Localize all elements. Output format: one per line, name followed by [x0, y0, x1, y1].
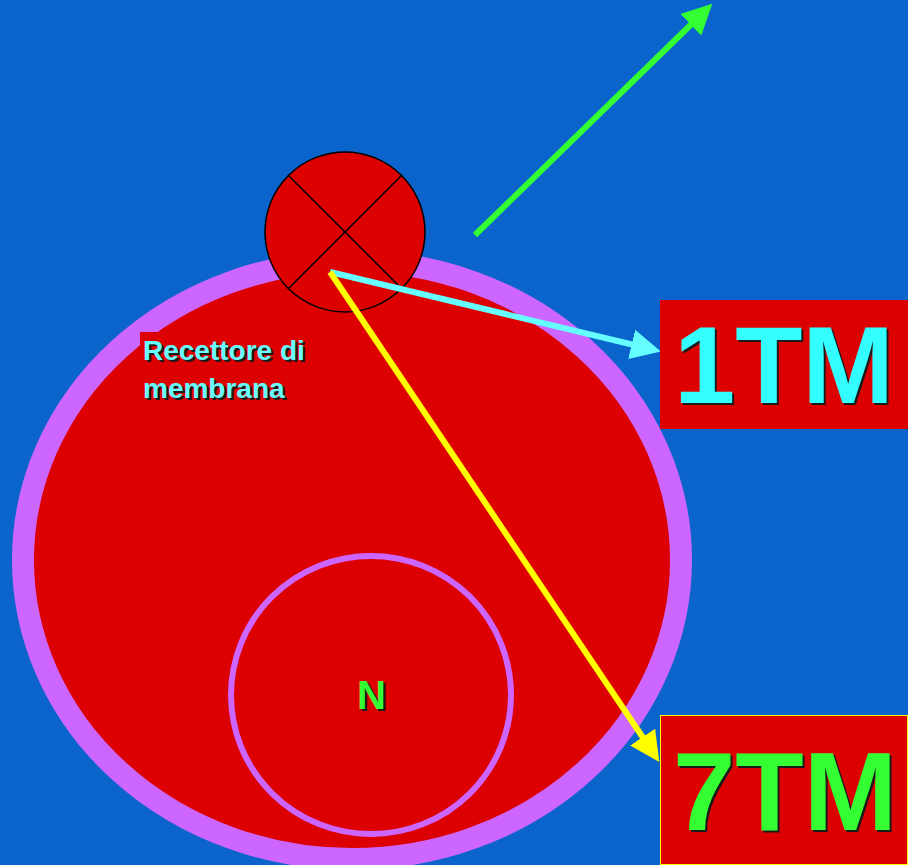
cell-membrane-outline	[12, 250, 692, 865]
label-box: 1TM	[660, 300, 908, 429]
node-text: 7TM	[673, 730, 897, 853]
nucleus-circle: N	[228, 553, 514, 837]
yellow-arrow	[330, 272, 656, 757]
cyan-arrow	[330, 272, 655, 350]
receptor-circle	[265, 152, 425, 312]
node-text: N	[357, 673, 386, 717]
node-text: 1TM	[674, 304, 894, 425]
label-box: 7TM	[660, 715, 908, 865]
green-arrow	[475, 8, 708, 235]
cell-membrane: Recettore di membranaN	[12, 250, 692, 865]
node-text: Recettore di membrana	[140, 332, 325, 408]
